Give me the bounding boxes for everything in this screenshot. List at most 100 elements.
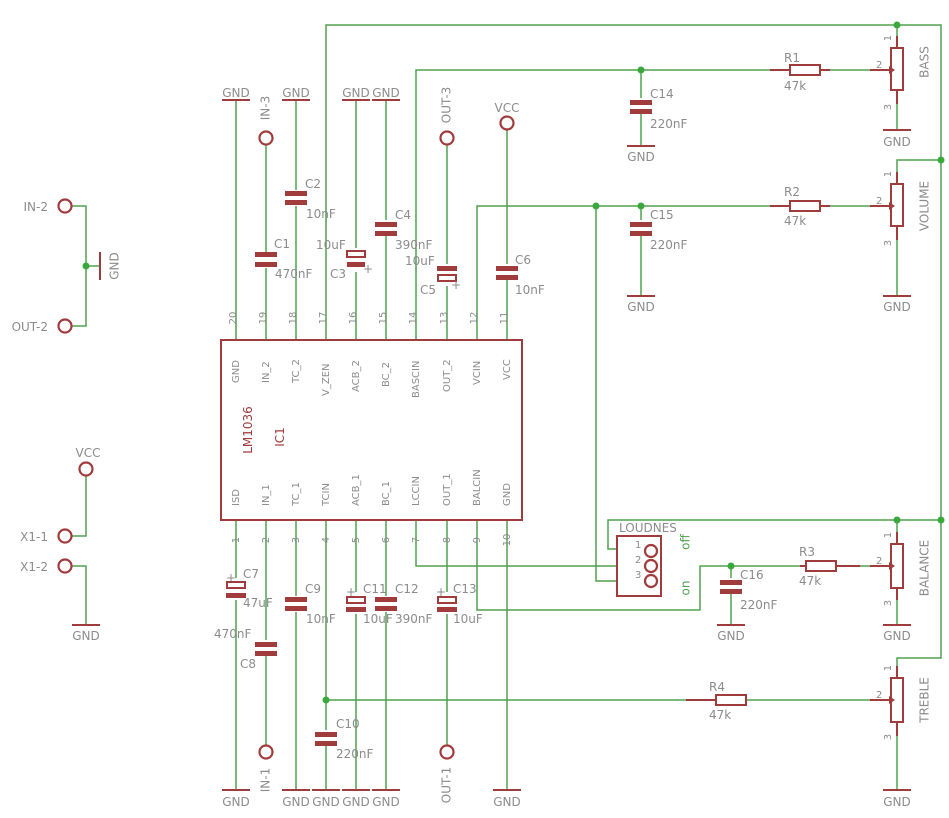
pin-name: ISD <box>231 489 242 506</box>
capacitors: C1 470nF C2 10nF + 10uF C3 C4 390nF + <box>214 87 778 761</box>
in3-pad <box>258 130 274 146</box>
ic-name: LM1036 <box>241 406 255 454</box>
gnd-label: GND <box>493 795 521 809</box>
out1-label: OUT-1 <box>440 767 454 803</box>
pin-number: 3 <box>883 240 894 246</box>
pin-name: GND <box>231 360 242 383</box>
gnd-label: GND <box>627 150 655 164</box>
switch-pad <box>643 543 659 559</box>
plus-icon: + <box>346 585 356 599</box>
in2-pad <box>57 198 73 214</box>
pot-label: BALANCE <box>918 540 932 597</box>
cap-value: 220nF <box>336 747 374 761</box>
resistor-r4: R4 47k <box>686 680 747 722</box>
pin-number: 1 <box>883 532 894 538</box>
pin-number: 3 <box>883 600 894 606</box>
junction-dot <box>592 202 600 210</box>
capacitor-c14: C14 220nF <box>630 87 688 131</box>
pin-number: 4 <box>321 537 332 543</box>
cap-ref: C10 <box>336 717 360 731</box>
vcc-label: VCC <box>495 101 520 115</box>
pin-name: TCIN <box>321 483 332 507</box>
pin-number: 20 <box>228 312 239 325</box>
capacitor-c13: + C13 10uF <box>436 582 483 626</box>
cap-value: 47uF <box>243 596 273 610</box>
junction-dot <box>322 696 330 704</box>
pin-number: 10 <box>502 534 513 547</box>
cap-ref: C12 <box>395 582 419 596</box>
cap-value: 10nF <box>306 207 336 221</box>
pin-number: 3 <box>635 570 641 581</box>
x11-pad <box>57 528 73 544</box>
plus-icon: + <box>363 262 373 276</box>
ic-bottom-pins: 1 2 3 4 5 6 7 8 9 10 ISD IN_1 TC_1 TCIN … <box>231 469 513 546</box>
switch-on-label: on <box>679 581 693 596</box>
resistors: R1 47k R2 47k R3 47k R4 47k <box>686 51 860 722</box>
pin-name: TC_1 <box>291 482 302 507</box>
pin-number: 15 <box>378 312 389 325</box>
gnd-label: GND <box>312 795 340 809</box>
pin-number: 1 <box>883 665 894 671</box>
ic-top-pin-wires <box>235 100 508 340</box>
pin-name: TC_2 <box>291 359 302 384</box>
plus-icon: + <box>451 278 461 292</box>
gnd-label: GND <box>717 629 745 643</box>
pot-label: TREBLE <box>918 677 932 724</box>
pin-number: 2 <box>261 537 272 543</box>
cap-ref: C2 <box>305 177 321 191</box>
resistor-ref: R4 <box>709 680 725 694</box>
gnd-label: GND <box>883 629 911 643</box>
ic-top-pins: 20 19 18 17 16 15 14 13 12 11 GND IN_2 T… <box>228 312 513 398</box>
junction-dot <box>82 262 90 270</box>
capacitor-c10: C10 220nF <box>315 717 374 761</box>
cap-value: 470nF <box>275 267 313 281</box>
capacitor-c3: + 10uF C3 <box>316 238 373 281</box>
pin-number: 17 <box>318 312 329 325</box>
pin-number: 9 <box>472 537 483 543</box>
vcc-label: VCC <box>76 446 101 460</box>
pin-number: 1 <box>883 35 894 41</box>
cap-value: 10nF <box>306 612 336 626</box>
pin-name: OUT_1 <box>442 473 453 506</box>
cap-value: 220nF <box>740 598 778 612</box>
pin-number: 3 <box>883 104 894 110</box>
gnd-label: GND <box>883 135 911 149</box>
pin-name: V_ZEN <box>321 364 332 397</box>
gnd-label: GND <box>883 795 911 809</box>
cap-value: 10uF <box>316 238 346 252</box>
gnd-label: GND <box>627 300 655 314</box>
out3-label: OUT-3 <box>440 87 454 123</box>
gnd-label: GND <box>222 795 250 809</box>
cap-value: 10uF <box>453 612 483 626</box>
pin-name: IN_2 <box>261 361 272 383</box>
pin-name: BC_2 <box>381 362 392 387</box>
capacitor-c8: 470nF C8 <box>214 627 277 671</box>
ic-lm1036: LM1036 IC1 20 19 18 17 16 15 14 13 12 11… <box>220 312 523 546</box>
junction-dot <box>937 156 945 164</box>
pin-name: VCC <box>502 359 513 380</box>
resistor-ref: R3 <box>799 545 815 559</box>
cap-value: 390nF <box>395 612 433 626</box>
connector-pads: IN-3 OUT-3 VCC IN-1 OUT-1 IN-2 OUT-2 VCC… <box>12 87 520 803</box>
cap-value: 10uF <box>363 612 393 626</box>
resistor-value: 47k <box>784 214 806 228</box>
capacitor-c5: + 10uF C5 <box>405 254 461 297</box>
x12-label: X1-2 <box>20 560 48 574</box>
pin-name: GND <box>502 483 513 506</box>
pin-name: BC_1 <box>381 481 392 506</box>
out3-pad <box>439 130 455 146</box>
pin-number: 1 <box>231 537 242 543</box>
resistor-r2: R2 47k <box>770 185 830 228</box>
junction-dot <box>893 516 901 524</box>
capacitor-c7: + C7 47uF <box>226 567 273 610</box>
resistor-r1: R1 47k <box>770 51 830 93</box>
junction-dot <box>637 202 645 210</box>
resistor-ref: R2 <box>784 185 800 199</box>
pin-number: 11 <box>499 312 510 325</box>
pin-number: 12 <box>469 312 480 325</box>
cap-value: 10nF <box>515 283 545 297</box>
pin-name: IN_1 <box>261 484 272 506</box>
capacitor-c4: C4 390nF <box>375 208 433 252</box>
capacitor-c16: C16 220nF <box>720 568 778 612</box>
out2-label: OUT-2 <box>12 320 48 334</box>
